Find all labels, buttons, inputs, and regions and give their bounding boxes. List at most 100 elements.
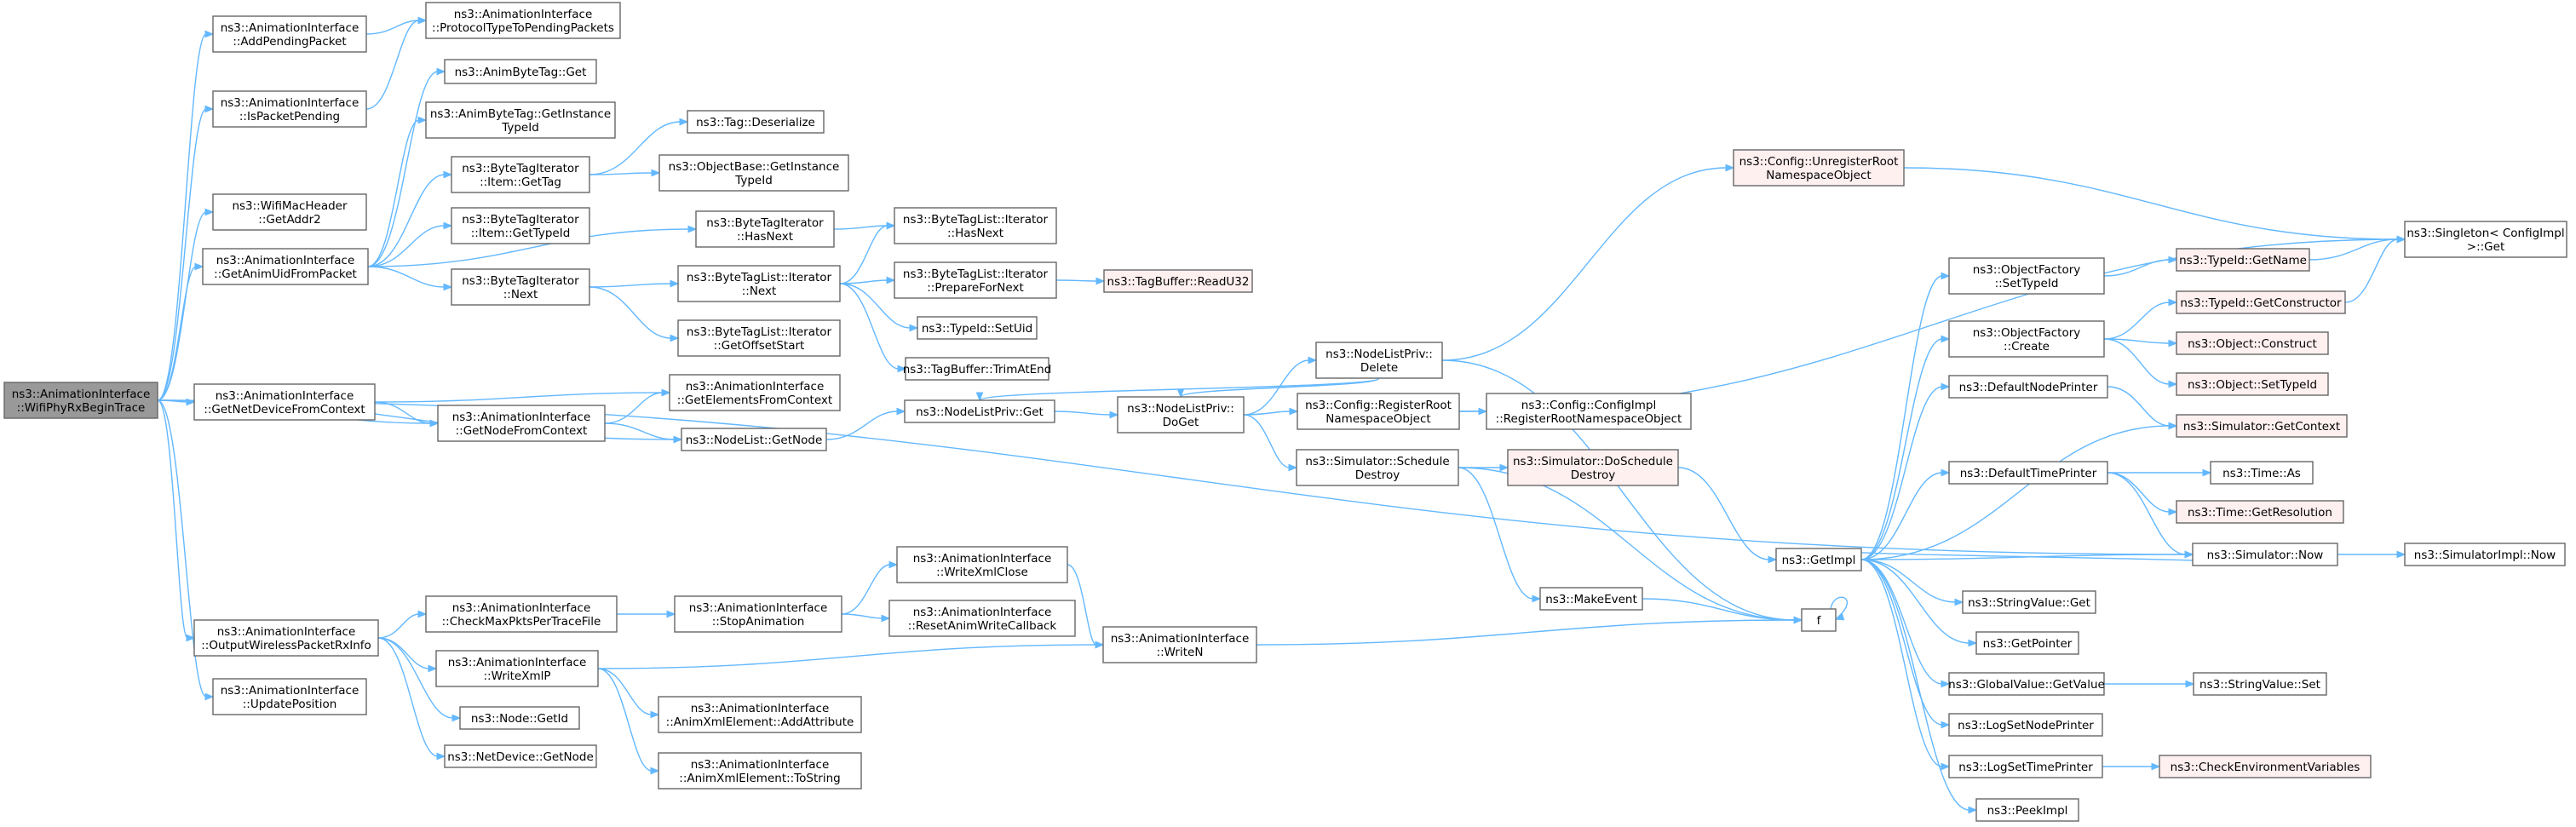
node-root[interactable]: ns3::AnimationInterface::WifiPhyRxBeginT… xyxy=(3,382,158,419)
node-checkEnvVars[interactable]: ns3::CheckEnvironmentVariables xyxy=(2159,755,2372,778)
node-box[interactable] xyxy=(1102,626,1257,663)
node-box[interactable] xyxy=(669,374,841,411)
node-nodeListPrivDelete[interactable]: ns3::NodeListPriv::Delete xyxy=(1315,342,1443,379)
node-btlIterNext[interactable]: ns3::ByteTagList::Iterator::Next xyxy=(677,265,841,302)
node-getImpl[interactable]: ns3::GetImpl xyxy=(1775,548,1862,571)
node-typeIdGetCtor[interactable]: ns3::TypeId::GetConstructor xyxy=(2176,290,2346,314)
node-tagDeserialize[interactable]: ns3::Tag::Deserialize xyxy=(687,110,825,134)
node-box[interactable] xyxy=(894,261,1057,299)
node-box[interactable] xyxy=(2192,543,2338,566)
node-btiHasNext[interactable]: ns3::ByteTagIterator::HasNext xyxy=(695,210,835,248)
node-nodeListGetNode[interactable]: ns3::NodeList::GetNode xyxy=(681,428,827,451)
node-isPending[interactable]: ns3::AnimationInterface::IsPacketPending xyxy=(212,90,367,128)
node-box[interactable] xyxy=(437,405,606,442)
node-defaultNodePrinter[interactable]: ns3::DefaultNodePrinter xyxy=(1948,375,2108,399)
node-box[interactable] xyxy=(202,248,369,285)
node-box[interactable] xyxy=(904,399,1055,423)
node-btlGetOffset[interactable]: ns3::ByteTagList::Iterator::GetOffsetSta… xyxy=(677,319,841,357)
node-box[interactable] xyxy=(212,193,367,231)
node-getPointer[interactable]: ns3::GetPointer xyxy=(1975,631,2079,655)
node-nodeGetId[interactable]: ns3::Node::GetId xyxy=(459,706,580,730)
node-typeIdSetUid[interactable]: ns3::TypeId::SetUid xyxy=(917,316,1038,340)
node-box[interactable] xyxy=(2176,248,2310,272)
node-getNetDev[interactable]: ns3::AnimationInterface::GetNetDeviceFro… xyxy=(193,383,376,421)
node-box[interactable] xyxy=(896,546,1068,583)
node-box[interactable] xyxy=(1948,461,2108,485)
node-box[interactable] xyxy=(905,357,1049,381)
node-makeEvent[interactable]: ns3::MakeEvent xyxy=(1539,587,1643,611)
node-getAnimUid[interactable]: ns3::AnimationInterface::GetAnimUidFromP… xyxy=(202,248,369,285)
node-box[interactable] xyxy=(658,752,862,790)
node-box[interactable] xyxy=(677,319,841,357)
node-tagBufTrim[interactable]: ns3::TagBuffer::TrimAtEnd xyxy=(903,357,1052,381)
node-box[interactable] xyxy=(1948,257,2105,295)
node-box[interactable] xyxy=(2176,290,2346,314)
node-box[interactable] xyxy=(3,382,158,419)
node-simNow[interactable]: ns3::Simulator::Now xyxy=(2192,543,2338,566)
node-btlHasNext[interactable]: ns3::ByteTagList::Iterator::HasNext xyxy=(894,207,1057,244)
node-logSetNodePrinter[interactable]: ns3::LogSetNodePrinter xyxy=(1948,713,2103,737)
node-box[interactable] xyxy=(687,110,825,134)
node-box[interactable] xyxy=(1775,548,1862,571)
node-stopAnimation[interactable]: ns3::AnimationInterface::StopAnimation xyxy=(674,595,842,633)
node-outputWireless[interactable]: ns3::AnimationInterface::OutputWirelessP… xyxy=(193,619,379,657)
node-peekImpl[interactable]: ns3::PeekImpl xyxy=(1975,798,2079,822)
node-box[interactable] xyxy=(2176,331,2329,355)
node-typeIdGetName[interactable]: ns3::TypeId::GetName xyxy=(2176,248,2310,272)
node-btiNext[interactable]: ns3::ByteTagIterator::Next xyxy=(451,268,590,306)
node-nodeListPrivGet[interactable]: ns3::NodeListPriv::Get xyxy=(904,399,1055,423)
node-configUnregister[interactable]: ns3::Config::UnregisterRootNamespaceObje… xyxy=(1733,149,1905,187)
node-box[interactable] xyxy=(212,90,367,128)
node-box[interactable] xyxy=(2404,543,2566,566)
node-stringValueSet[interactable]: ns3::StringValue::Set xyxy=(2193,672,2327,696)
node-wifiMac[interactable]: ns3::WifiMacHeader::GetAddr2 xyxy=(212,193,367,231)
node-resetAnimWrite[interactable]: ns3::AnimationInterface::ResetAnimWriteC… xyxy=(888,600,1076,637)
node-simGetContext[interactable]: ns3::Simulator::GetContext xyxy=(2176,414,2348,438)
node-timeAs[interactable]: ns3::Time::As xyxy=(2210,461,2314,485)
node-objectSetTypeId[interactable]: ns3::Object::SetTypeId xyxy=(2176,372,2329,396)
node-box[interactable] xyxy=(444,59,597,84)
node-animAddAttr[interactable]: ns3::AnimationInterface::AnimXmlElement:… xyxy=(658,696,862,733)
node-box[interactable] xyxy=(2176,414,2348,438)
node-box[interactable] xyxy=(444,744,597,768)
node-writeXmlP[interactable]: ns3::AnimationInterface::WriteXmlP xyxy=(435,650,599,687)
node-box[interactable] xyxy=(451,268,590,306)
node-box[interactable] xyxy=(1975,631,2079,655)
node-box[interactable] xyxy=(917,316,1038,340)
node-box[interactable] xyxy=(2210,461,2314,485)
node-box[interactable] xyxy=(212,15,367,53)
node-btiItemGetTypeId[interactable]: ns3::ByteTagIterator::Item::GetTypeId xyxy=(451,207,590,244)
node-configImplRegister[interactable]: ns3::Config::ConfigImpl::RegisterRootNam… xyxy=(1486,393,1692,430)
node-objFactCreate[interactable]: ns3::ObjectFactory::Create xyxy=(1948,320,2105,358)
node-box[interactable] xyxy=(2193,672,2327,696)
node-logSetTimePrinter[interactable]: ns3::LogSetTimePrinter xyxy=(1948,755,2103,778)
node-box[interactable] xyxy=(888,600,1076,637)
node-configRegister[interactable]: ns3::Config::RegisterRootNamespaceObject xyxy=(1297,393,1460,430)
node-box[interactable] xyxy=(1486,393,1692,430)
node-box[interactable] xyxy=(451,207,590,244)
node-box[interactable] xyxy=(677,265,841,302)
node-checkMaxPkts[interactable]: ns3::AnimationInterface::CheckMaxPktsPer… xyxy=(425,595,618,633)
node-timeGetRes[interactable]: ns3::Time::GetResolution xyxy=(2176,500,2344,524)
node-box[interactable] xyxy=(435,650,599,687)
node-box[interactable] xyxy=(459,706,580,730)
node-objectConstruct[interactable]: ns3::Object::Construct xyxy=(2176,331,2329,355)
node-btlPrepare[interactable]: ns3::ByteTagList::Iterator::PrepareForNe… xyxy=(894,261,1057,299)
node-box[interactable] xyxy=(695,210,835,248)
node-box[interactable] xyxy=(451,156,590,193)
node-box[interactable] xyxy=(1948,755,2103,778)
node-objFactSetTypeId[interactable]: ns3::ObjectFactory::SetTypeId xyxy=(1948,257,2105,295)
node-box[interactable] xyxy=(1733,149,1905,187)
node-box[interactable] xyxy=(1103,269,1253,293)
node-box[interactable] xyxy=(2176,500,2344,524)
node-netDevGetNode[interactable]: ns3::NetDevice::GetNode xyxy=(444,744,597,768)
node-box[interactable] xyxy=(1315,342,1443,379)
node-btiItemGetTag[interactable]: ns3::ByteTagIterator::Item::GetTag xyxy=(451,156,590,193)
node-box[interactable] xyxy=(2404,221,2567,258)
node-getNodeFromCtx[interactable]: ns3::AnimationInterface::GetNodeFromCont… xyxy=(437,405,606,442)
node-box[interactable] xyxy=(425,2,621,39)
